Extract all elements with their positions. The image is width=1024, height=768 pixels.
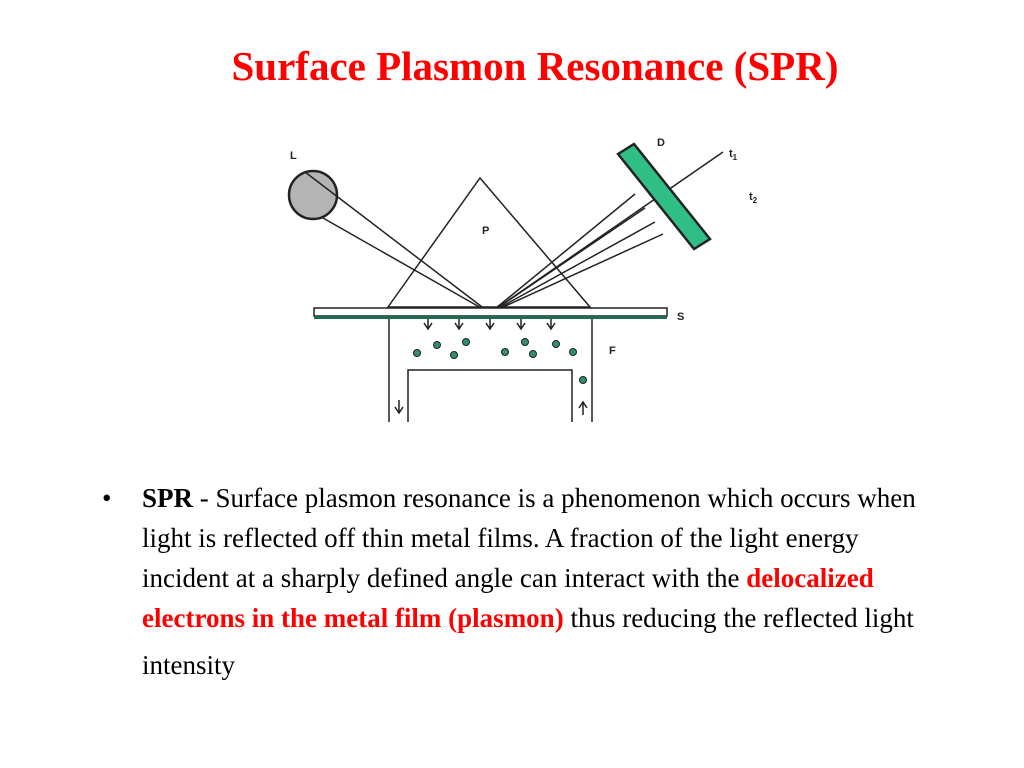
light-source [287,169,339,221]
incident-beam-upper [304,171,491,314]
metal-film [314,316,667,319]
bullet-text: SPR - Surface plasmon resonance is a phe… [142,478,952,685]
flow-arrow-up [578,400,588,415]
bullet-body-2: thus reducing the reflected light [563,603,914,633]
reflected-beam-1 [489,193,636,314]
reflected-beam-3 [489,221,656,314]
prism [386,176,592,308]
label-sensor: S [677,311,684,323]
antibodies [423,319,556,331]
bullet-item: • SPR - Surface plasmon resonance is a p… [102,478,952,685]
label-t1: t1 [729,148,738,162]
label-detector: D [657,137,665,149]
sensor-chip [313,307,668,317]
reflected-beam-4 [489,233,664,314]
reflected-beam-2 [489,207,646,314]
analyte-particles [413,338,587,384]
spr-diagram-svg: L P D t1 t2 S F [287,137,758,422]
flow-arrow-down [394,400,404,415]
bullet-body-3: intensity [142,650,235,680]
label-t2: t2 [749,191,758,205]
flow-cell [388,319,593,422]
bullet-term: SPR [142,483,194,513]
label-flow: F [609,345,616,357]
bullet-highlight: delocalized electrons in the metal film … [142,563,874,633]
spr-diagram: L P D t1 t2 S F [283,130,788,422]
slide-title: Surface Plasmon Resonance (SPR) [231,43,839,89]
detector [616,142,712,251]
bullet-marker: • [102,483,112,513]
bullet-body-1: - Surface plasmon resonance is a phenome… [142,483,916,593]
incident-beam-lower [322,217,491,314]
label-prism: P [482,225,489,237]
label-light-source: L [290,150,297,162]
